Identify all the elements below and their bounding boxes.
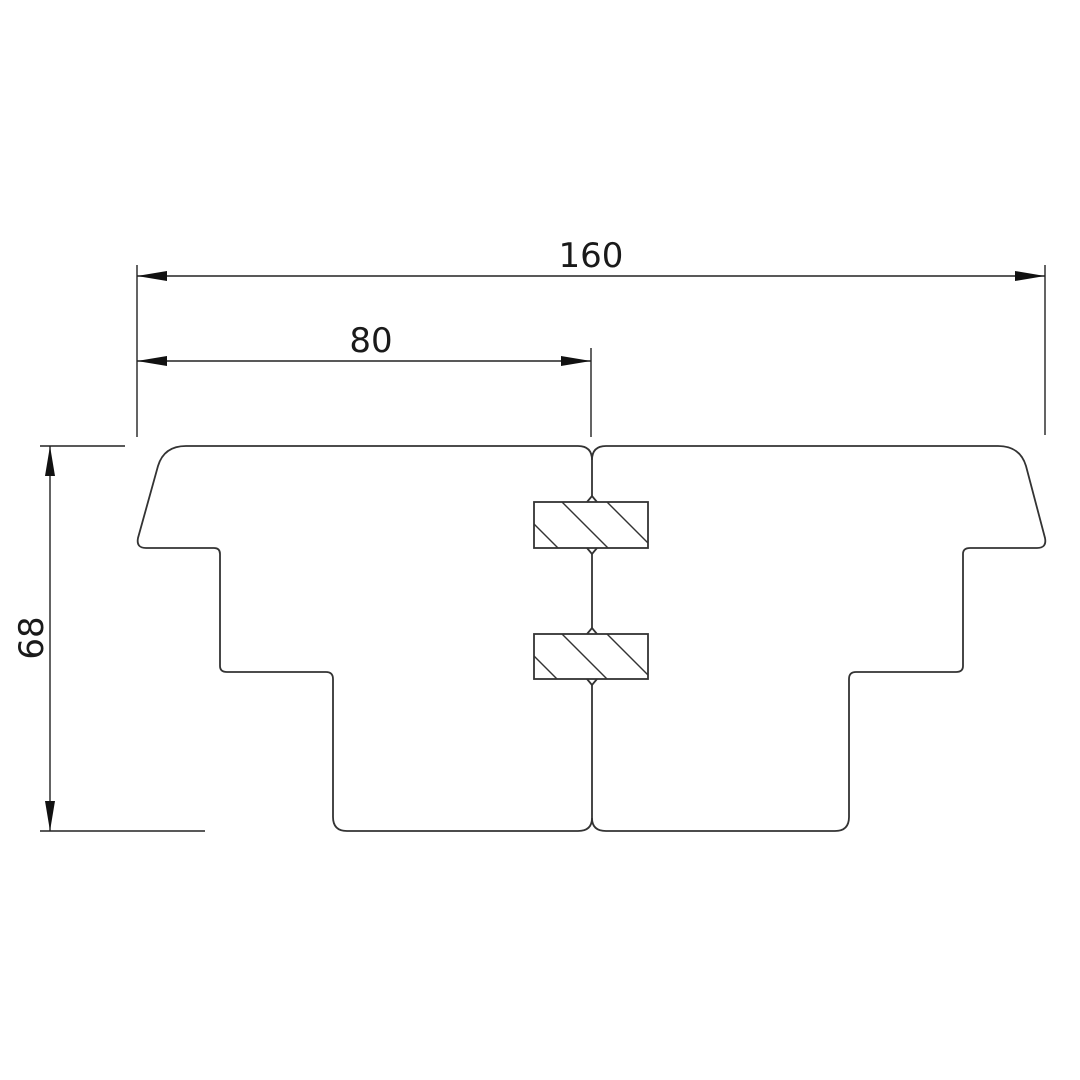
dimension-label-68: 68 [12, 616, 52, 659]
dimension-height: 68 [12, 445, 205, 832]
left-profile [136, 445, 593, 832]
dimension-label-160: 160 [559, 236, 624, 276]
hatched-connector-lower [533, 633, 649, 680]
dimension-overall-width: 160 [136, 236, 1046, 437]
hatched-connector-upper [533, 501, 649, 549]
dimension-half-width: 80 [137, 321, 592, 437]
right-profile [591, 445, 1047, 832]
dimension-label-80: 80 [349, 321, 392, 361]
center-joint-line [586, 460, 598, 818]
